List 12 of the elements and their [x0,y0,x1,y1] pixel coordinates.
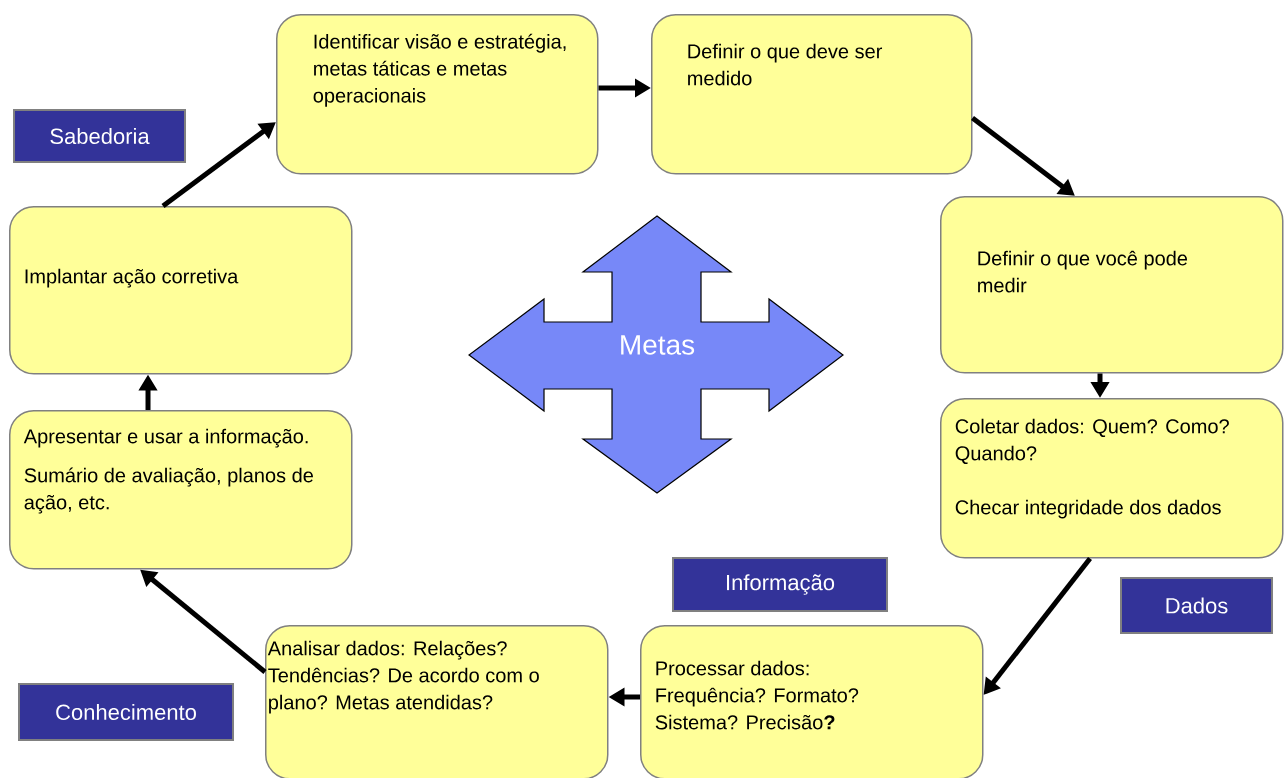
label-box: Informação [672,557,888,612]
process-box: Coletar dados: Quem? Como? Quando? Checar integridade dos dados [940,398,1284,559]
process-box: Implantar ação corretiva [9,206,353,375]
process-box: Identificar visão e estratégia, metas táticas e metas operacionais [276,14,599,175]
process-box: Processar dados: Frequência? Formato? Sistema? Precisão? [640,625,984,778]
process-box: Apresentar e usar a informação. Sumário de avaliação, planos de ação, etc. [9,410,353,570]
process-box: Definir o que deve ser medido [651,14,973,175]
process-box: Analisar dados: Relações? Tendências? De acordo com o plano? Metas atendidas? [265,625,609,778]
process-box: Definir o que você pode medir [940,196,1284,374]
label-box: Sabedoria [13,109,186,163]
label-box: Dados [1120,577,1273,634]
label-box: Conhecimento [18,683,234,741]
